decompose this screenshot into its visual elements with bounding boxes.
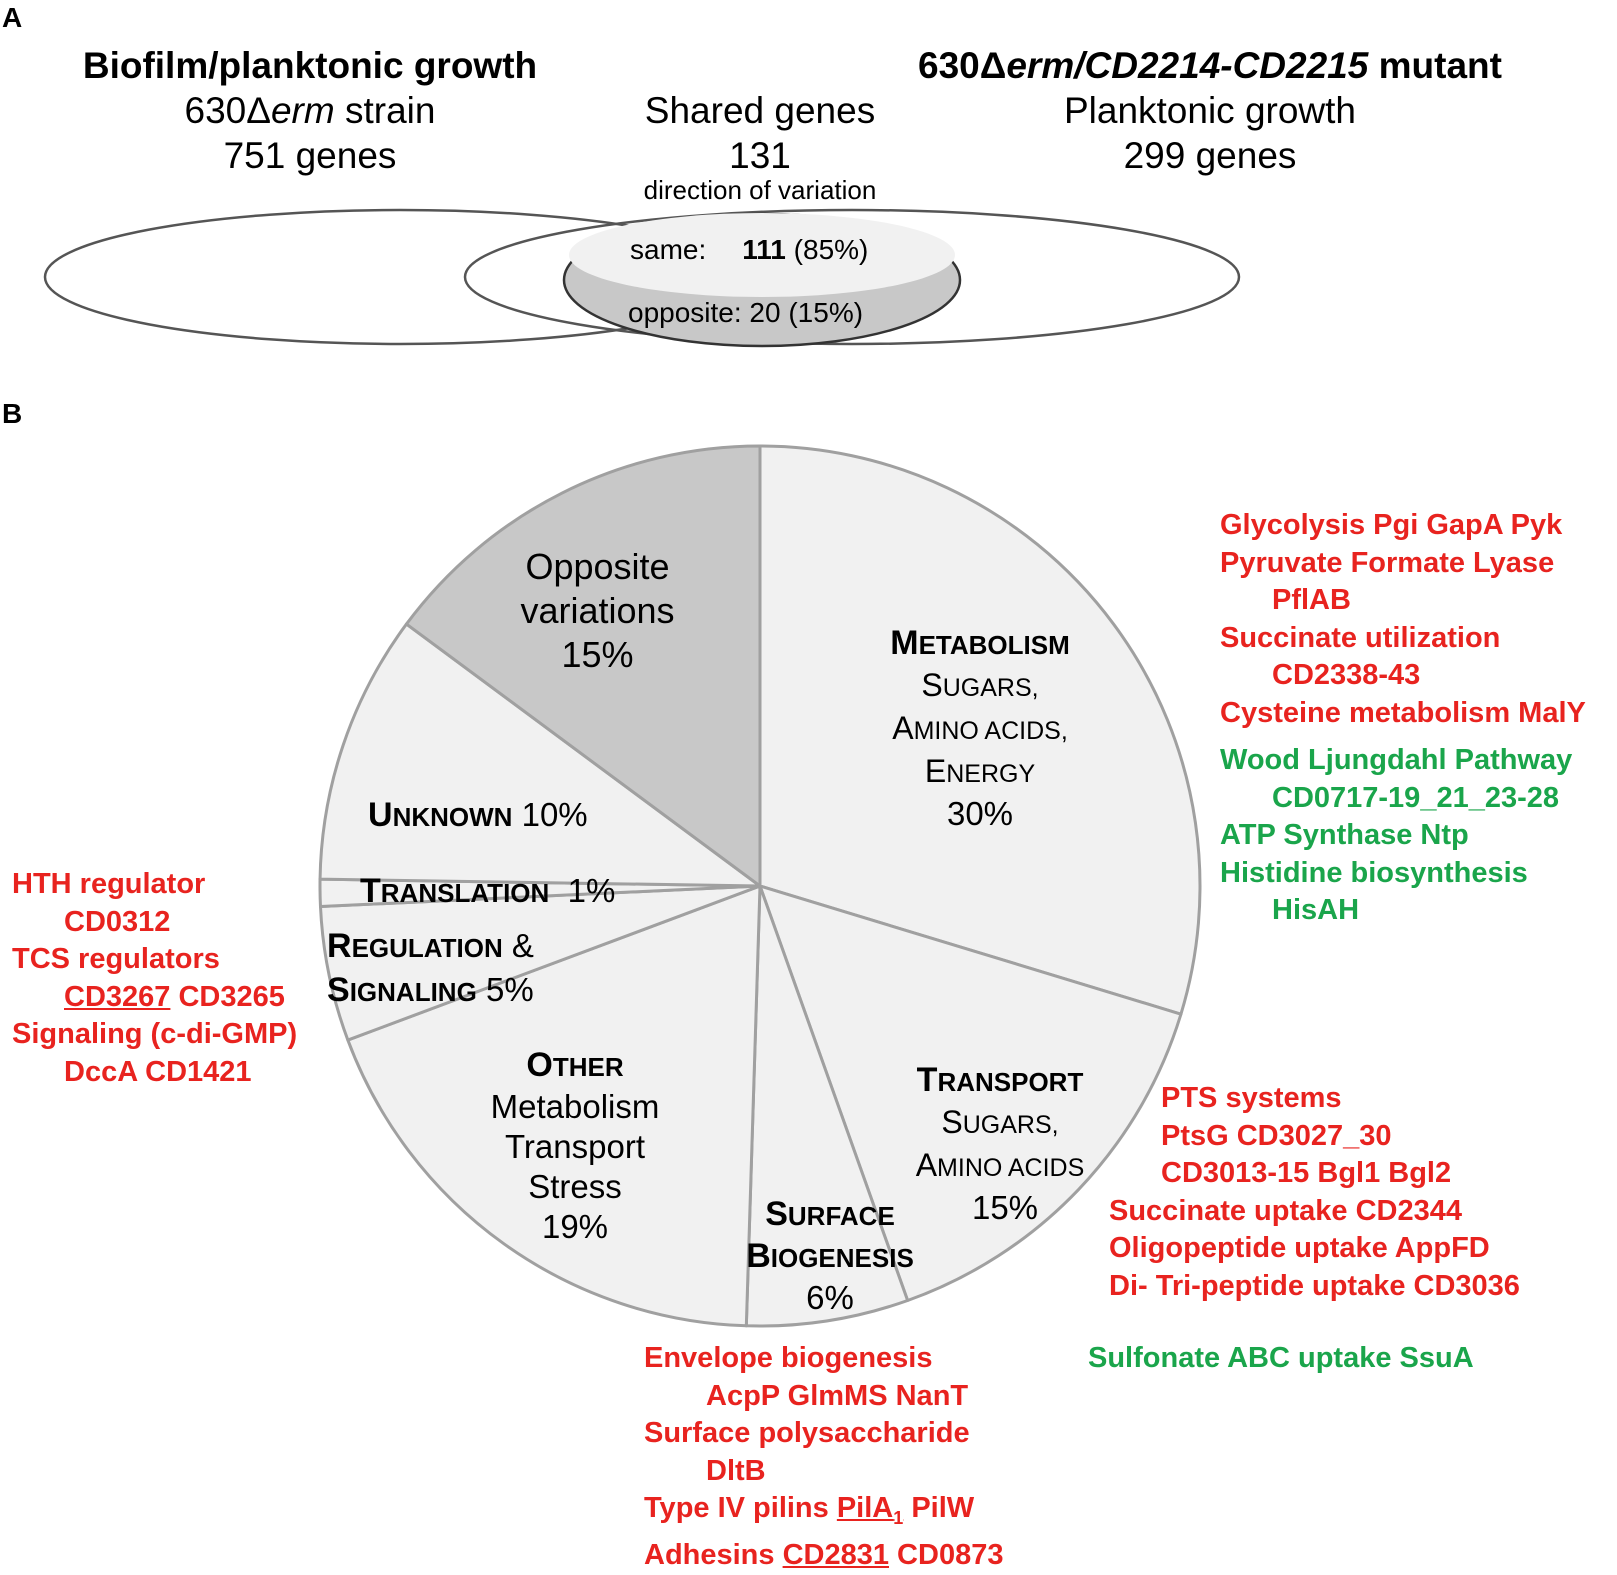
left-set-strain: 630Δerm strain xyxy=(184,90,436,131)
surface-upregulated-genes: Envelope biogenesis AcpP GlmMS NanT Surf… xyxy=(644,1342,1004,1572)
right-set-title: 630Δerm/CD2214-CD2215 mutant xyxy=(918,45,1502,86)
direction-subtitle: direction of variation xyxy=(643,175,877,205)
transport-upregulated-genes: PTS systems PtsG CD3027_30 CD3013-15 Bgl… xyxy=(1109,1082,1520,1302)
pie-slice-opposite xyxy=(404,444,762,888)
venn-diagram xyxy=(43,208,1241,348)
metabolism-downregulated-genes: Wood Ljungdahl Pathway CD0717-19_21_23-2… xyxy=(1220,744,1573,926)
slice-label-other: OTHER Metabolism Transport Stress 19% xyxy=(490,1046,660,1245)
pie-slice-unknown xyxy=(318,622,762,888)
slice-label-unknown: UNKNOWN 10% xyxy=(368,796,588,834)
shared-genes-title: Shared genes xyxy=(644,90,876,131)
regulation-upregulated-genes: HTH regulator CD0312 TCS regulators CD32… xyxy=(12,868,298,1088)
pie-slice-surface xyxy=(744,884,910,1328)
left-set-title: Biofilm/planktonic growth xyxy=(82,45,538,86)
right-set-subtitle: Planktonic growth xyxy=(1063,90,1357,131)
slice-label-transport: TRANSPORT SUGARS, AMINO ACIDS 15% xyxy=(915,1061,1085,1226)
shared-genes-count: 131 xyxy=(729,135,791,176)
slice-label-regulation: REGULATION & SIGNALING 5% xyxy=(327,927,534,1009)
transport-downregulated-genes: Sulfonate ABC uptake SsuA xyxy=(1088,1342,1474,1374)
panel-letter-b: B xyxy=(2,398,23,429)
venn-right-ellipse xyxy=(463,208,1241,346)
pie-slice-transport xyxy=(758,884,1183,1302)
left-set-count: 751 genes xyxy=(223,135,397,176)
slice-label-opposite: Opposite variations 15% xyxy=(520,546,675,675)
slice-label-surface: SURFACE BIOGENESIS 6% xyxy=(746,1195,914,1316)
panel-letter-a: A xyxy=(2,2,23,33)
slice-label-metabolism: METABOLISM SUGARS, AMINO ACIDS, ENERGY 3… xyxy=(890,624,1070,832)
opposite-direction-label: opposite: 20 (15%) xyxy=(628,297,864,328)
slice-label-translation: TRANSLATION 1% xyxy=(360,872,616,910)
same-direction-label: same:111 (85%) xyxy=(630,234,869,265)
right-set-count: 299 genes xyxy=(1123,135,1297,176)
pie-slice-metabolism xyxy=(758,444,1202,1016)
metabolism-upregulated-genes: Glycolysis Pgi GapA Pyk Pyruvate Formate… xyxy=(1220,509,1586,729)
shared-same-disc xyxy=(569,213,955,297)
pie-slice-other xyxy=(346,884,762,1328)
